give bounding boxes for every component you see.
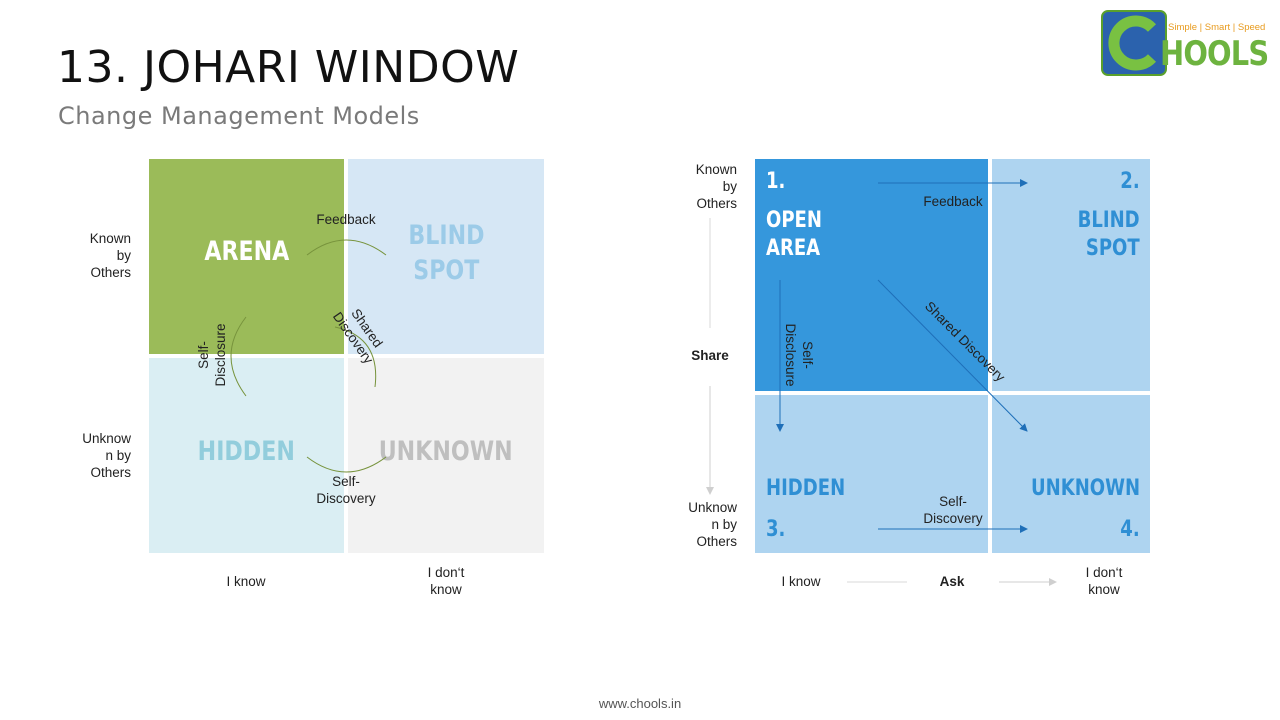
right-hidden-label: HIDDEN: [766, 476, 846, 501]
right-blind-spot-quadrant: [992, 159, 1150, 391]
self-discovery-curve: [306, 456, 387, 473]
logo-tagline: Simple | Smart | Speed: [1168, 22, 1266, 33]
left-self-discovery-label: Self- Discovery: [316, 474, 376, 506]
right-unknown-by-others-label: Unknow n by Others: [688, 500, 737, 549]
footer-url[interactable]: www.chools.in: [598, 696, 682, 711]
unknown-label: UNKNOWN: [379, 436, 513, 467]
right-i-know-label: I know: [781, 574, 821, 589]
left-unknown-by-others-label: Unknow n by Others: [82, 431, 131, 480]
left-connector-curves: [230, 239, 387, 473]
right-blind-label-line1: BLIND: [1077, 208, 1140, 233]
arena-quadrant: [149, 159, 344, 354]
right-i-dont-know-label: I don‘t know: [1085, 565, 1123, 597]
unknown-quadrant: [348, 358, 544, 553]
page-subtitle: Change Management Models: [58, 102, 420, 130]
unknown-number: 4.: [1120, 517, 1140, 542]
chools-logo-icon: [1101, 10, 1167, 76]
hidden-number: 3.: [766, 517, 786, 542]
left-self-disclosure-label: Self- Disclosure: [196, 323, 228, 387]
left-feedback-label: Feedback: [316, 212, 376, 227]
feedback-curve: [306, 239, 387, 256]
hidden-label: HIDDEN: [197, 436, 296, 467]
right-known-by-others-label: Known by Others: [695, 162, 737, 211]
page-title: 13. JOHARI WINDOW: [57, 42, 520, 93]
share-label: Share: [691, 348, 729, 363]
chools-logo: Simple | Smart | Speed HOOLS: [1100, 10, 1270, 76]
right-feedback-label: Feedback: [923, 194, 983, 209]
shared-discovery-curve: [334, 326, 377, 388]
open-label-line2: AREA: [766, 236, 821, 261]
left-known-by-others-label: Known by Others: [89, 231, 131, 280]
right-blind-label-line2: SPOT: [1086, 236, 1140, 261]
ask-label: Ask: [939, 574, 965, 589]
right-unknown-label: UNKNOWN: [1030, 476, 1140, 501]
open-label-line1: OPEN: [766, 208, 822, 233]
shared-discovery-arrow: [877, 279, 1028, 432]
right-hidden-quadrant: [755, 395, 988, 553]
arena-label: ARENA: [204, 236, 289, 267]
blind-label-line1: BLIND: [407, 220, 485, 251]
hidden-quadrant: [149, 358, 344, 553]
blind-label-line2: SPOT: [412, 255, 480, 286]
blind-spot-quadrant: [348, 159, 544, 354]
right-self-disclosure-label: Self- Disclosure: [783, 323, 815, 387]
left-i-dont-know-label: I don‘t know: [427, 565, 465, 597]
left-i-know-label: I know: [226, 574, 266, 589]
right-arrows: [706, 179, 1057, 586]
open-area-number: 1.: [766, 169, 786, 194]
self-disclosure-curve: [230, 316, 247, 397]
logo-wordmark: HOOLS: [1160, 34, 1269, 74]
right-unknown-quadrant: [992, 395, 1150, 553]
blind-spot-number: 2.: [1120, 169, 1140, 194]
right-self-discovery-label: Self- Discovery: [923, 494, 983, 526]
